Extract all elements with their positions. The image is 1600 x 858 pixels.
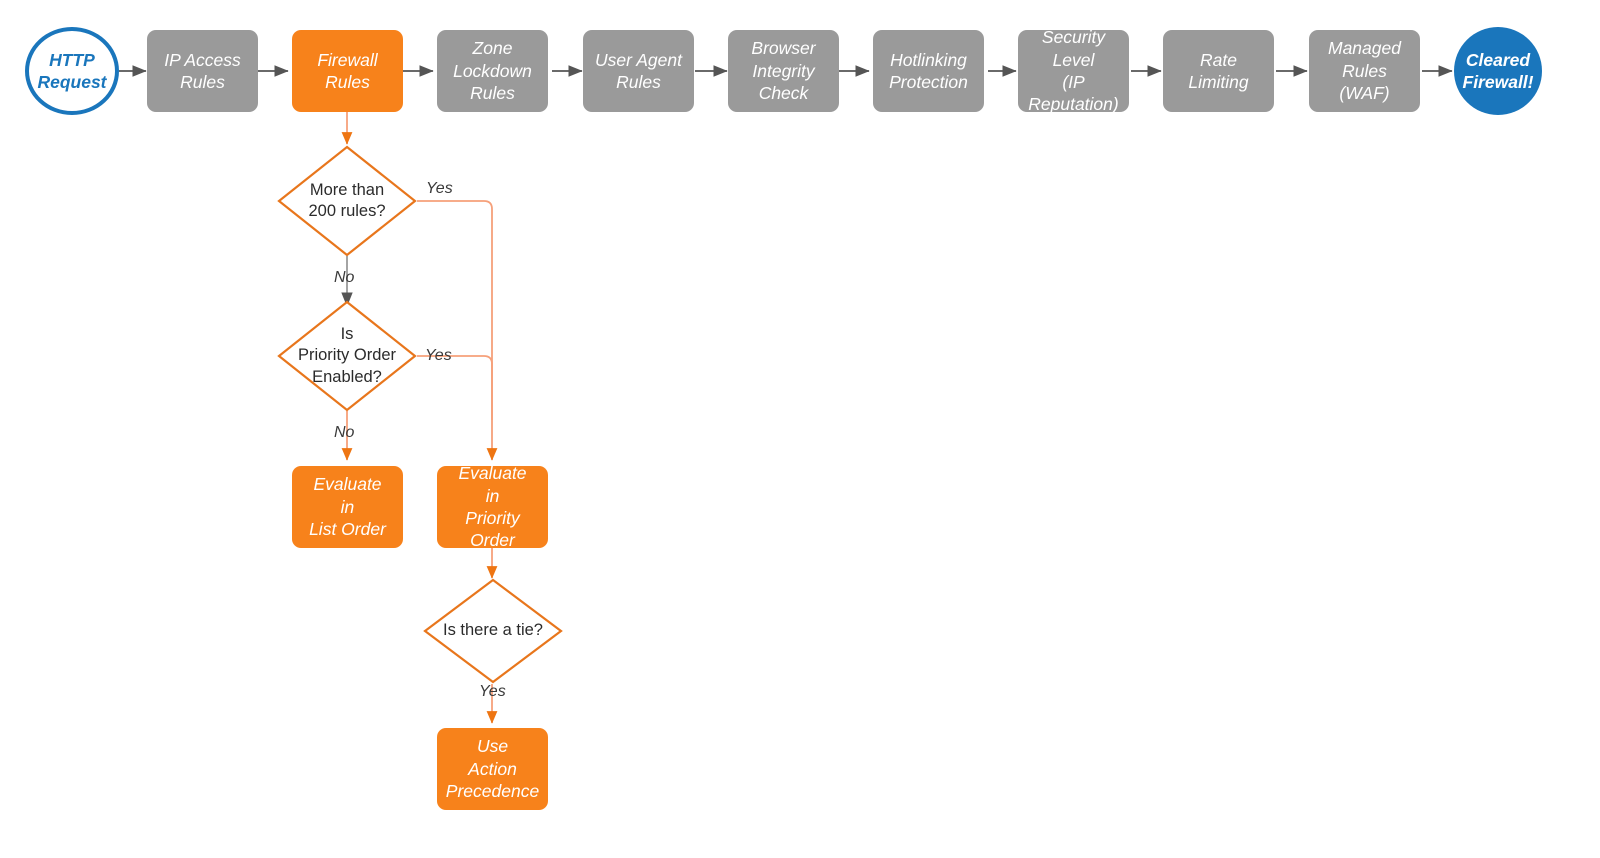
node-http-request[interactable]: HTTP Request	[25, 27, 119, 115]
node-more-than-200-rules[interactable]: More than 200 rules?	[277, 145, 417, 257]
node-label: Is there a tie?	[443, 621, 543, 640]
node-ip-access-rules[interactable]: IP Access Rules	[147, 30, 258, 112]
node-managed-rules-waf[interactable]: Managed Rules (WAF)	[1309, 30, 1420, 112]
node-evaluate-in-list-order[interactable]: Evaluate in List Order	[292, 466, 403, 548]
node-label: Is Priority Order Enabled?	[297, 324, 397, 386]
node-label: More than 200 rules?	[308, 180, 386, 220]
node-cleared-firewall[interactable]: Cleared Firewall!	[1454, 27, 1542, 115]
node-security-level[interactable]: Security Level (IP Reputation)	[1018, 27, 1129, 114]
edge-yes-priority-order	[417, 355, 493, 420]
node-evaluate-in-priority-order[interactable]: Evaluate in Priority Order	[437, 463, 548, 550]
edge-label-no-priority-order: No	[334, 424, 355, 441]
node-browser-integrity-check[interactable]: Browser Integrity Check	[728, 30, 839, 112]
node-hotlinking-protection[interactable]: Hotlinking Protection	[873, 30, 984, 112]
edge-label-yes-more-than-200: Yes	[426, 180, 453, 197]
node-zone-lockdown-rules[interactable]: Zone Lockdown Rules	[437, 30, 548, 112]
node-rate-limiting[interactable]: Rate Limiting	[1163, 30, 1274, 112]
node-user-agent-rules[interactable]: User Agent Rules	[583, 30, 694, 112]
node-use-action-precedence[interactable]: Use Action Precedence	[437, 728, 548, 810]
edge-label-yes-tie: Yes	[479, 683, 506, 700]
edge-label-no-more-than-200: No	[334, 269, 355, 286]
edge-yes-more-than-200	[417, 200, 498, 461]
node-firewall-rules[interactable]: Firewall Rules	[292, 30, 403, 112]
node-is-there-a-tie[interactable]: Is there a tie?	[423, 578, 563, 684]
node-is-priority-order-enabled[interactable]: Is Priority Order Enabled?	[277, 300, 417, 412]
edge-label-yes-priority-order: Yes	[425, 347, 452, 364]
